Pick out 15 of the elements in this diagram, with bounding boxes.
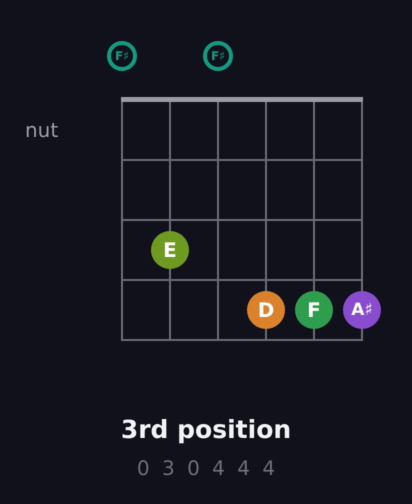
open-string-ring [203, 41, 233, 71]
note-label: F♯ [210, 50, 225, 62]
note-dot [343, 291, 381, 329]
note-label: A♯ [351, 302, 373, 318]
note-dot [295, 291, 333, 329]
note-label: F♯ [114, 50, 129, 62]
fret-numbers: 0 3 0 4 4 4 [136, 456, 278, 480]
open-string-ring [107, 41, 137, 71]
note-label: F [307, 300, 321, 320]
chord-title: 3rd position [120, 415, 292, 445]
nut-label: nut [25, 118, 58, 142]
note-dot [151, 231, 189, 269]
note-dot [247, 291, 285, 329]
note-label: D [258, 300, 274, 320]
note-label: E [163, 240, 177, 260]
